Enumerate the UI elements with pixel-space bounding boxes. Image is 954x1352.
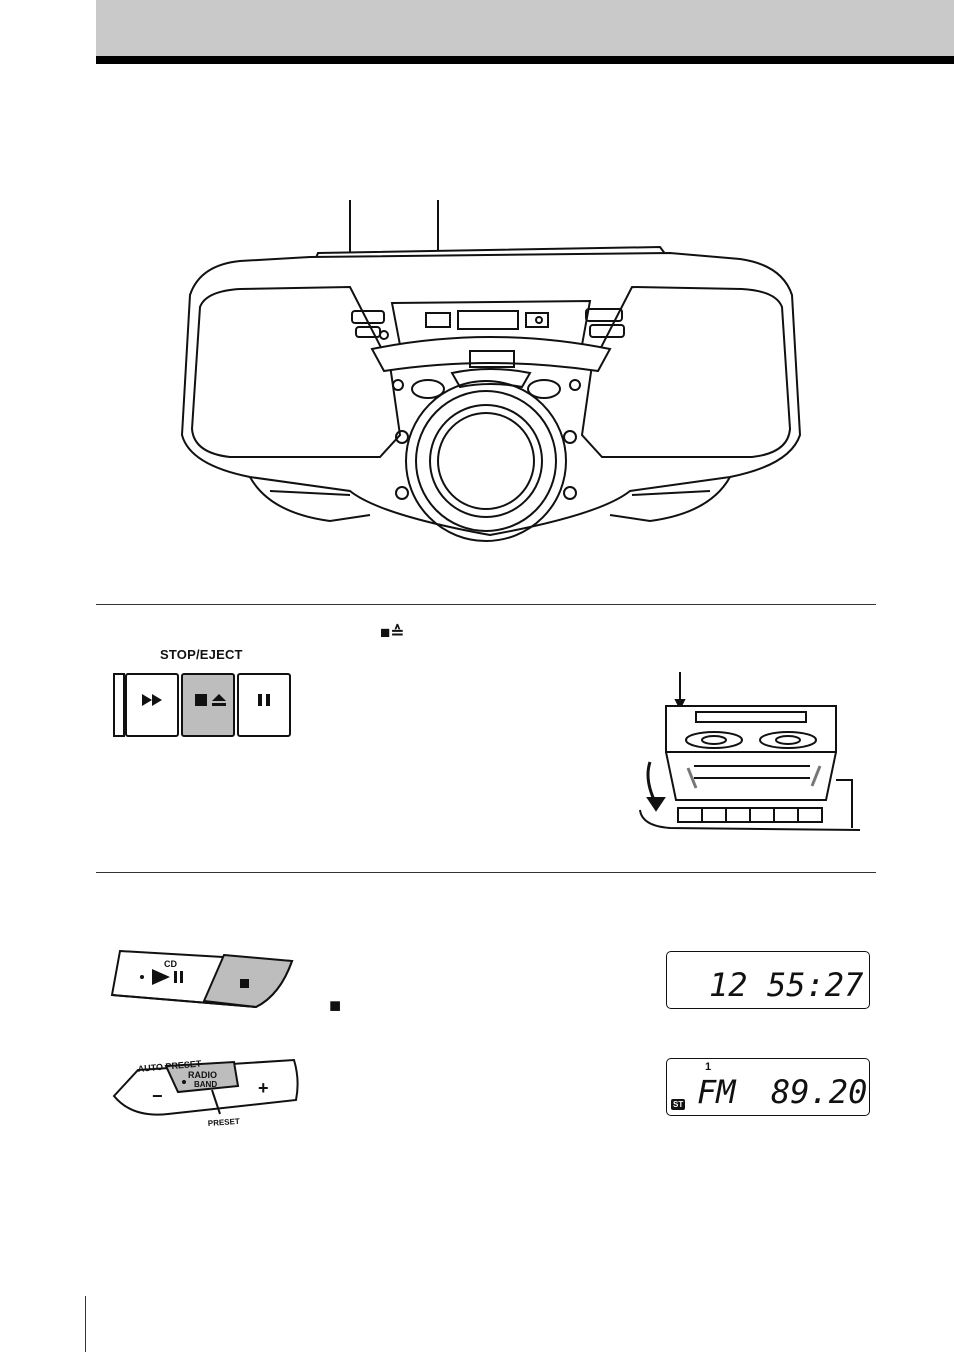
stop-icon <box>240 979 249 988</box>
lcd-radio-display: 1 ST FM 89.20 <box>666 1058 870 1116</box>
section-rule-2 <box>96 872 876 873</box>
header-rule <box>96 56 954 64</box>
play-pause-icon <box>152 969 183 985</box>
cd-play-stop-panel[interactable]: CD <box>108 945 298 1015</box>
stop-eject-icon <box>195 694 226 706</box>
radio-band-panel[interactable]: AUTO PRESET RADIO BAND − + PRESET <box>108 1056 304 1128</box>
transport-buttons-illustration[interactable] <box>112 670 296 740</box>
header-band <box>96 0 954 56</box>
lcd-cd-time: 55:27 <box>767 966 864 1004</box>
stop-eject-label: STOP/EJECT <box>160 647 243 662</box>
preset-label: PRESET <box>208 1117 241 1128</box>
lcd-radio-preset-number: 1 <box>705 1061 712 1073</box>
cd-stop-symbol: ■ <box>329 995 342 1017</box>
lcd-cd-display: 12 55:27 <box>666 951 870 1009</box>
minus-label: − <box>152 1086 163 1106</box>
band-label: BAND <box>194 1080 217 1089</box>
section-rule-1 <box>96 604 876 605</box>
stereo-badge: ST <box>671 1099 686 1110</box>
fast-forward-icon <box>142 694 162 706</box>
lcd-radio-band: FM <box>697 1073 736 1111</box>
plus-label: + <box>258 1078 269 1098</box>
pause-icon <box>258 694 270 706</box>
cd-label: CD <box>164 959 177 969</box>
cassette-insert-illustration <box>639 672 861 831</box>
stop-eject-inline-symbol: ■≙ <box>380 623 405 642</box>
boombox-illustration <box>180 200 802 542</box>
lcd-radio-frequency: 89.20 <box>771 1073 868 1111</box>
radio-label: RADIO <box>188 1070 217 1080</box>
lcd-cd-track: 12 <box>709 966 748 1004</box>
margin-rule <box>85 1296 86 1352</box>
